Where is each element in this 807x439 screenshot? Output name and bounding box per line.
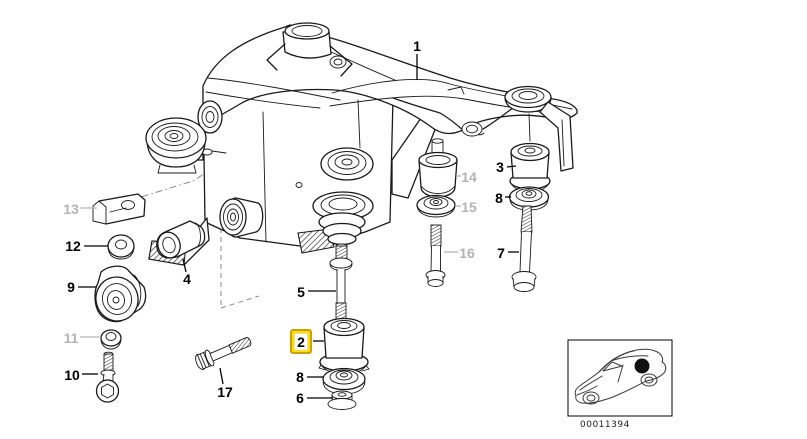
callout-14[interactable]: 14 <box>456 169 477 185</box>
callout-2-highlight-inner <box>294 333 308 351</box>
callout-16[interactable]: 16 <box>444 245 475 261</box>
part-2-bushing-highlighted <box>318 317 370 375</box>
svg-text:10[interactable]: 10 <box>64 367 80 383</box>
callout-17[interactable]: 17 <box>217 367 233 400</box>
part-16-bolt <box>425 224 446 287</box>
callout-9[interactable]: 9 <box>67 279 96 295</box>
svg-text:13[interactable]: 13 <box>63 201 79 217</box>
callout-1-label[interactable]: 1 <box>413 38 421 54</box>
callout-8-right[interactable]: 8 <box>495 190 511 206</box>
callout-7[interactable]: 7 <box>497 245 519 261</box>
part-7-bolt <box>511 205 537 292</box>
svg-text:6[interactable]: 6 <box>296 390 304 406</box>
svg-text:4[interactable]: 4 <box>183 271 191 287</box>
svg-text:11[interactable]: 11 <box>64 330 79 346</box>
svg-text:8[interactable]: 8 <box>495 190 503 206</box>
callout-1[interactable]: 1 <box>413 38 421 80</box>
part-4-bushing <box>156 220 206 259</box>
car-location-inset: 00011394 <box>567 339 673 430</box>
construction-lines <box>127 171 260 309</box>
svg-text:9[interactable]: 9 <box>67 279 75 295</box>
part-13-bracket <box>92 193 146 225</box>
part-8-washer-left <box>322 367 366 395</box>
svg-text:16[interactable]: 16 <box>459 245 475 261</box>
svg-text:14[interactable]: 14 <box>461 169 477 185</box>
callout-3[interactable]: 3 <box>496 159 517 175</box>
part-9-bushing <box>94 265 147 323</box>
part-3-bushing <box>509 142 551 193</box>
part-17-bolt <box>195 337 252 370</box>
part-11-ring <box>100 329 122 350</box>
svg-text:12[interactable]: 12 <box>65 238 81 254</box>
callout-10[interactable]: 10 <box>64 367 98 383</box>
svg-text:5[interactable]: 5 <box>297 284 305 300</box>
part-10-bolt <box>95 351 120 403</box>
part-15-washer <box>416 194 456 218</box>
callout-2-highlighted[interactable]: 2 <box>290 329 324 354</box>
drawing-number: 00011394 <box>580 420 630 430</box>
subframe-drawing <box>145 22 578 266</box>
svg-text:17[interactable]: 17 <box>217 384 233 400</box>
callout-15[interactable]: 15 <box>455 199 477 215</box>
part-12-washer <box>107 234 135 260</box>
rear-axle-location-dot <box>634 358 650 374</box>
callout-11[interactable]: 11 <box>64 330 101 346</box>
svg-text:3[interactable]: 3 <box>496 159 504 175</box>
callout-12[interactable]: 12 <box>65 238 108 254</box>
callout-4[interactable]: 4 <box>182 258 191 287</box>
svg-text:7[interactable]: 7 <box>497 245 505 261</box>
car-icon <box>574 348 667 405</box>
part-14-bushing <box>418 138 458 198</box>
svg-text:15[interactable]: 15 <box>461 199 477 215</box>
callout-8-left[interactable]: 8 <box>296 369 324 385</box>
svg-text:8[interactable]: 8 <box>296 369 304 385</box>
callout-13[interactable]: 13 <box>63 201 97 217</box>
part-6-nut <box>327 390 357 410</box>
part-5-stud <box>329 243 353 321</box>
callout-5[interactable]: 5 <box>297 284 336 300</box>
callout-6[interactable]: 6 <box>296 390 333 406</box>
callout-2-label[interactable]: 2 <box>297 334 305 350</box>
